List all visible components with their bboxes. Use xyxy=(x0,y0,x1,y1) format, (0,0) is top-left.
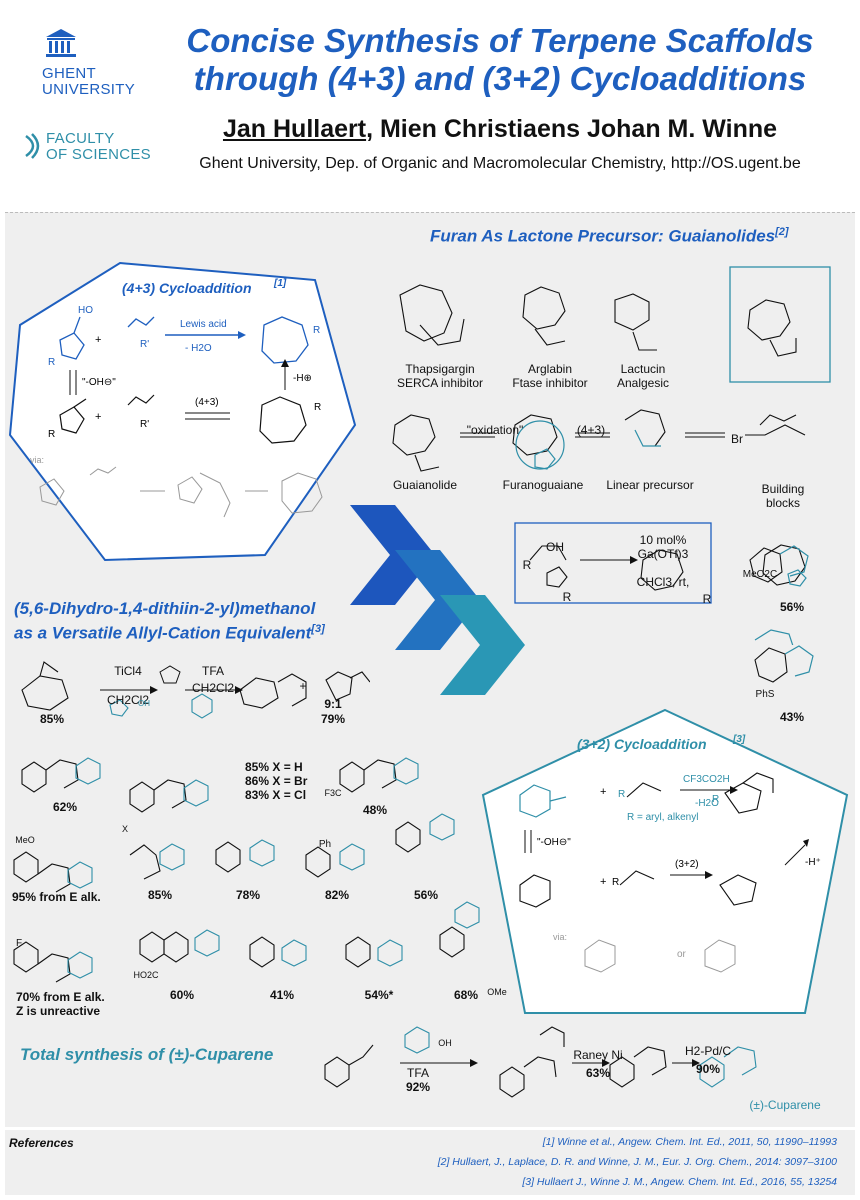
references-panel: References [1] Winne et al., Angew. Chem… xyxy=(5,1130,855,1195)
yield-48: 48% xyxy=(362,803,388,817)
yield-82: 82% xyxy=(324,888,350,902)
cuparene-scheme xyxy=(324,1026,757,1098)
yield-x-br: 86% X = Br xyxy=(245,774,308,788)
yield-54: 54%* xyxy=(364,988,394,1002)
reference-3: [3] Hullaert J., Winne J. M., Angew. Che… xyxy=(522,1176,837,1188)
yield-92: 92% xyxy=(405,1080,431,1094)
svg-text:[3]: [3] xyxy=(732,734,746,745)
faculty-logo-icon xyxy=(25,133,40,159)
svg-text:via:: via: xyxy=(553,932,567,942)
svg-text:or: or xyxy=(677,949,687,960)
svg-text:-H2O: -H2O xyxy=(695,798,719,809)
reagent-raney-ni: Raney Ni xyxy=(573,1048,623,1062)
svg-text:-H⁺: -H⁺ xyxy=(805,857,821,868)
yield-63: 63% xyxy=(585,1066,611,1080)
cuparene-title: Total synthesis of (±)-Cuparene xyxy=(20,1045,274,1064)
conditions: CHCl3, rt, xyxy=(636,575,690,589)
z-unreactive-note: Z is unreactive xyxy=(16,1004,101,1018)
svg-text:HO: HO xyxy=(78,305,93,316)
svg-text:R: R xyxy=(313,325,320,336)
yield-x-h: 85% X = H xyxy=(245,760,303,774)
svg-text:[1]: [1] xyxy=(273,278,287,289)
ester-product-structure xyxy=(749,545,809,587)
svg-text:"-OH⊖": "-OH⊖" xyxy=(82,377,116,388)
svg-text:+: + xyxy=(95,411,101,423)
presenting-author: Jan Hullaert xyxy=(222,115,367,143)
yield-68: 68% xyxy=(453,988,479,1002)
yield-56b: 56% xyxy=(413,888,439,902)
label-guaianolide: Guaianolide xyxy=(392,478,458,492)
yield-90: 90% xyxy=(695,1062,721,1076)
cuparene-product: (±)-Cuparene xyxy=(749,1098,821,1112)
yield-78: 78% xyxy=(235,888,261,902)
svg-text:- H2O: - H2O xyxy=(185,343,212,354)
chevron-arrows-icon xyxy=(350,505,525,695)
svg-text:+: + xyxy=(600,786,606,798)
svg-text:R: R xyxy=(48,357,55,368)
yield-41: 41% xyxy=(269,988,295,1002)
catalyst: Ga(OTf)3 xyxy=(637,547,689,561)
label-linear-precursor: Linear precursor xyxy=(606,478,694,492)
cyclo32-title: (3+2) Cycloaddition xyxy=(577,736,707,752)
cyclo43-title: (4+3) Cycloaddition xyxy=(122,280,252,296)
authors: Jan Hullaert, Mien Christiaens Johan M. … xyxy=(222,115,778,143)
yield-85: 85% xyxy=(39,712,65,726)
svg-text:R: R xyxy=(314,402,321,413)
svg-text:R': R' xyxy=(140,339,149,350)
yield-79: 79% xyxy=(320,712,346,726)
svg-text:Lewis acid: Lewis acid xyxy=(180,319,227,330)
svg-text:R: R xyxy=(712,794,719,805)
yield-85b: 85% xyxy=(147,888,173,902)
dithiin-title: (5,6-Dihydro-1,4-dithiin-2-yl)methanol a… xyxy=(14,599,325,643)
reagent-tfa: TFA xyxy=(406,1066,429,1080)
references-heading: References xyxy=(9,1136,74,1150)
svg-text:R: R xyxy=(612,877,619,888)
svg-text:-H⊕: -H⊕ xyxy=(293,373,312,384)
yield-56: 56% xyxy=(779,600,805,614)
affiliation: Ghent University, Dep. of Organic and Ma… xyxy=(199,155,801,172)
catalyst-loading: 10 mol% xyxy=(639,533,687,547)
svg-text:(3+2): (3+2) xyxy=(675,859,699,870)
cycloaddition-32-panel: (3+2) Cycloaddition [3] CF3CO2H -H2O R =… xyxy=(481,708,849,1014)
svg-text:R: R xyxy=(48,429,55,440)
label-43-step: (4+3) xyxy=(576,423,606,437)
dr-ratio: 9:1 xyxy=(324,697,342,711)
svg-text:+: + xyxy=(95,334,101,346)
guaianolides-scheme xyxy=(392,266,831,645)
label-furanoguaiane: Furanoguaiane xyxy=(502,478,584,492)
svg-text:R = aryl, alkenyl: R = aryl, alkenyl xyxy=(627,812,698,823)
svg-text:+: + xyxy=(600,876,606,888)
svg-text:R: R xyxy=(618,789,625,800)
reagent-h2-pdc: H2-Pd/C xyxy=(684,1044,731,1058)
guaianolides-title: Furan As Lactone Precursor: Guaianolides… xyxy=(430,226,789,246)
dithiin-products-grid xyxy=(13,757,480,983)
yield-95: 95% from E alk. xyxy=(12,890,101,904)
yield-43: 43% xyxy=(779,710,805,724)
svg-text:via:: via: xyxy=(30,455,44,465)
reference-2: [2] Hullaert, J., Laplace, D. R. and Win… xyxy=(437,1156,837,1168)
svg-text:R': R' xyxy=(140,419,149,430)
yield-70: 70% from E alk. xyxy=(16,990,105,1004)
svg-text:CF3CO2H: CF3CO2H xyxy=(683,774,730,785)
spiro-product-structure xyxy=(754,645,814,683)
reference-1: [1] Winne et al., Angew. Chem. Int. Ed.,… xyxy=(542,1136,837,1148)
yield-60: 60% xyxy=(169,988,195,1002)
cycloaddition-43-panel: (4+3) Cycloaddition [1] Lewis acid - H2O… xyxy=(8,261,357,562)
ghent-university-logo-icon xyxy=(46,29,76,57)
yield-x-cl: 83% X = Cl xyxy=(245,788,307,802)
svg-text:(4+3): (4+3) xyxy=(195,397,219,408)
svg-text:"-OH⊖": "-OH⊖" xyxy=(537,837,571,848)
label-oxidation: "oxidation" xyxy=(466,423,524,437)
dithiin-scheme-1 xyxy=(21,661,370,719)
yield-62: 62% xyxy=(52,800,78,814)
poster-header xyxy=(0,0,860,200)
